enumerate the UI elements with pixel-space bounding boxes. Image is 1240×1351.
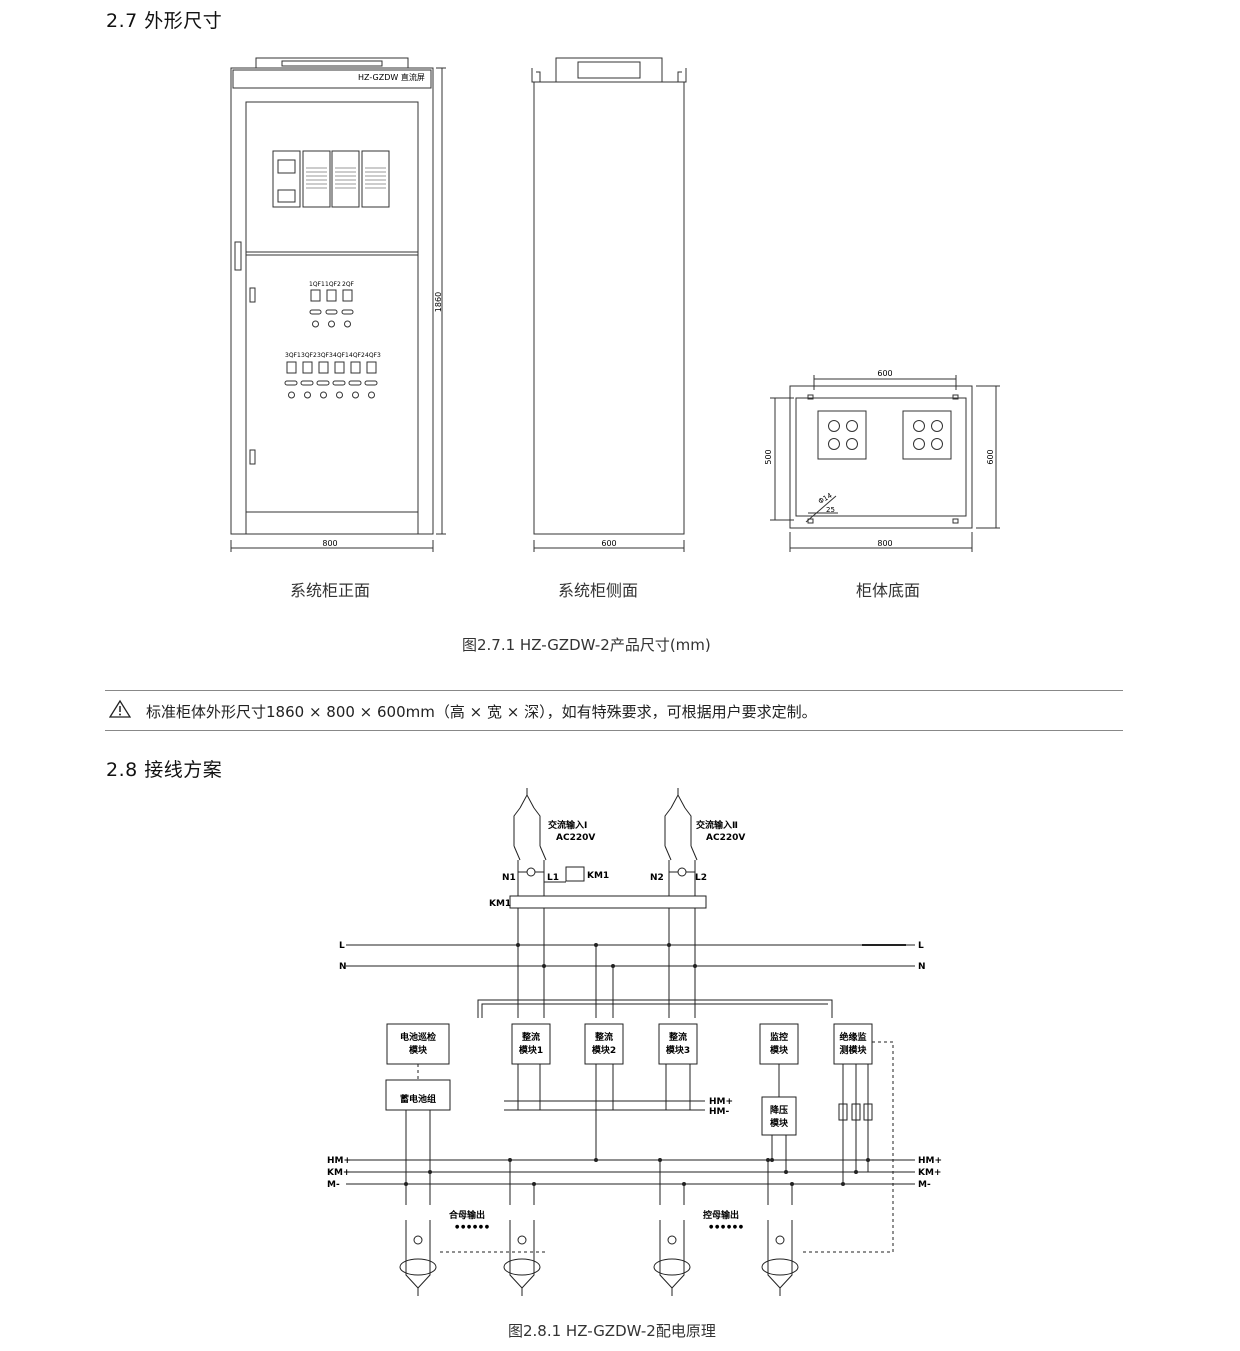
section-heading-2-8: 2.8 接线方案 (106, 759, 223, 781)
warning-icon (108, 699, 132, 723)
dimension-drawings: 800 1860 HZ-GZDW 直流屏 600 600 500 600 800… (230, 57, 1000, 552)
front-view-caption: 系统柜正面 (290, 581, 371, 600)
hm-plus-left: HM+ (327, 1156, 351, 1166)
bottom-view-caption: 柜体底面 (856, 581, 921, 600)
note-top-rule (105, 690, 1123, 691)
bus-n-right: N (918, 962, 926, 972)
side-width-dim: 600 (601, 539, 616, 548)
ac-voltage-2: AC220V (706, 833, 745, 843)
battery-check-module-label: 电池巡检 (400, 1031, 436, 1043)
qf-label: 2QF (342, 281, 355, 288)
l2-label: L2 (695, 873, 707, 883)
bottom-top-dim: 600 (877, 369, 892, 378)
rectifier-1-label: 模块1 (519, 1044, 543, 1056)
km1-contactor-label: KM1 (489, 899, 511, 909)
m-minus-right: M- (918, 1180, 931, 1190)
figure-caption-2-7-1: 图2.7.1 HZ-GZDW-2产品尺寸(mm) (462, 636, 711, 654)
ac-input-1-label: 交流输入Ⅰ (548, 819, 587, 831)
km-plus-left: KM+ (327, 1168, 350, 1178)
note-bottom-rule (105, 730, 1123, 731)
battery-bank-label: 蓄电池组 (400, 1093, 436, 1105)
qf-label: 1QF2 (325, 281, 341, 288)
bottom-right-dim: 600 (986, 449, 995, 464)
qf-label: 3QF3 (317, 352, 333, 359)
qf-label: 3QF2 (301, 352, 317, 359)
figure-caption-2-8-1: 图2.8.1 HZ-GZDW-2配电原理 (508, 1322, 716, 1340)
ac-input-2-label: 交流输入Ⅱ (696, 819, 738, 831)
qf-label: 3QF1 (285, 352, 301, 359)
bottom-width-dim: 800 (877, 539, 892, 548)
qf-label: 4QF3 (365, 352, 381, 359)
m-minus-left: M- (327, 1180, 340, 1190)
km1-coil-label: KM1 (587, 871, 609, 881)
monitor-module-label: 模块 (770, 1044, 789, 1056)
n2-label: N2 (650, 873, 664, 883)
hm-minus-rect: HM- (709, 1107, 729, 1117)
front-width-dim: 800 (322, 539, 337, 548)
rectifier-1-label: 整流 (521, 1031, 540, 1043)
rectifier-3-label: 整流 (668, 1031, 687, 1043)
l1-label: L1 (547, 873, 559, 883)
size-note: 标准柜体外形尺寸1860 × 800 × 600mm（高 × 宽 × 深），如有… (146, 703, 817, 721)
bottom-left-dim: 500 (764, 449, 773, 464)
monitor-module-label: 监控 (770, 1031, 788, 1043)
n1-label: N1 (502, 873, 516, 883)
ac-voltage-1: AC220V (556, 833, 595, 843)
qf-label: 1QF1 (309, 281, 325, 288)
rectifier-2-label: 模块2 (592, 1044, 616, 1056)
insulation-module-label: 绝缘监 (839, 1031, 866, 1043)
bus-l-left: L (339, 941, 345, 951)
wiring-diagram: 交流输入Ⅰ AC220V 交流输入Ⅱ AC220V N1 L1 KM1 N2 L… (327, 788, 942, 1296)
control-bus-output-label: 控母输出 (703, 1209, 739, 1221)
bottom-view-drawing (770, 375, 1000, 552)
output-dots: ● ● ● ● ● ● (709, 1224, 744, 1230)
bus-l-right: L (918, 941, 924, 951)
output-dots: ● ● ● ● ● ● (455, 1224, 490, 1230)
side-view-caption: 系统柜侧面 (558, 581, 639, 600)
qf-label: 4QF1 (333, 352, 349, 359)
hole-offset-label: 25 (826, 506, 835, 514)
hole-diameter-label: Φ14 (817, 491, 834, 505)
front-brand-label: HZ-GZDW 直流屏 (358, 72, 425, 82)
battery-check-module-label: 模块 (409, 1044, 428, 1056)
front-height-dim: 1860 (434, 292, 443, 312)
front-view-drawing (230, 57, 446, 552)
rectifier-2-label: 整流 (594, 1031, 613, 1043)
hm-plus-right: HM+ (918, 1156, 942, 1166)
hm-plus-rect: HM+ (709, 1097, 733, 1107)
step-down-module-label: 降压 (770, 1104, 788, 1116)
combine-bus-output-label: 合母输出 (449, 1209, 485, 1221)
qf-label: 4QF2 (349, 352, 365, 359)
step-down-module-label: 模块 (770, 1117, 789, 1129)
side-view-drawing (531, 57, 687, 552)
section-heading-2-7: 2.7 外形尺寸 (106, 10, 223, 32)
km-plus-right: KM+ (918, 1168, 941, 1178)
rectifier-3-label: 模块3 (666, 1044, 690, 1056)
insulation-module-label: 测模块 (839, 1044, 867, 1056)
bus-n-left: N (339, 962, 347, 972)
